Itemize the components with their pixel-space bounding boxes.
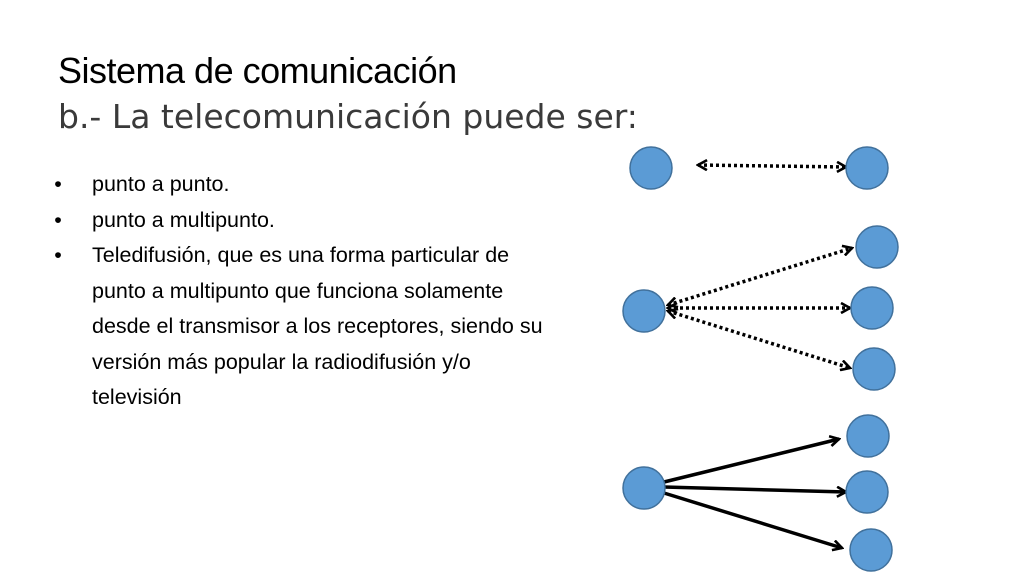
bullet-text: punto a punto. (92, 172, 230, 196)
node-circle (845, 146, 889, 190)
node-circle (629, 146, 673, 190)
broadcast-group (622, 414, 893, 572)
bullet-marker: • (54, 243, 62, 267)
slide-title: Sistema de comunicación (58, 50, 457, 91)
bidirectional-dotted-arrow (698, 165, 846, 167)
bullet-text: punto a multipunto. (92, 207, 275, 232)
bullet-marker: • (54, 207, 62, 232)
bullet-text: Teledifusión, que es una forma particula… (92, 243, 543, 409)
point-to-multipoint-group (622, 225, 899, 391)
bidirectional-dotted-arrow (668, 248, 852, 305)
bullet-item-punto-a-multipunto: • punto a multipunto. (52, 203, 552, 239)
solid-arrow (663, 439, 839, 484)
node-circle (849, 528, 893, 572)
slide-subtitle: b.- La telecomunicación puede ser: (58, 97, 638, 136)
bidirectional-dotted-arrow (668, 311, 850, 368)
bullet-item-teledifusion: • Teledifusión, que es una forma particu… (52, 238, 552, 416)
node-circle (622, 289, 666, 333)
node-circle (855, 225, 899, 269)
node-circle (622, 466, 666, 510)
node-circle (846, 414, 890, 458)
solid-arrow (663, 485, 846, 492)
bullet-list: • punto a punto. • punto a multipunto. •… (52, 167, 552, 416)
solid-arrow (663, 491, 842, 548)
bullet-item-punto-a-punto: • punto a punto. (52, 167, 552, 203)
node-circle (845, 470, 889, 514)
point-to-point-group (629, 146, 889, 190)
node-circle (850, 286, 894, 330)
bullet-marker: • (54, 172, 62, 196)
node-circle (852, 347, 896, 391)
